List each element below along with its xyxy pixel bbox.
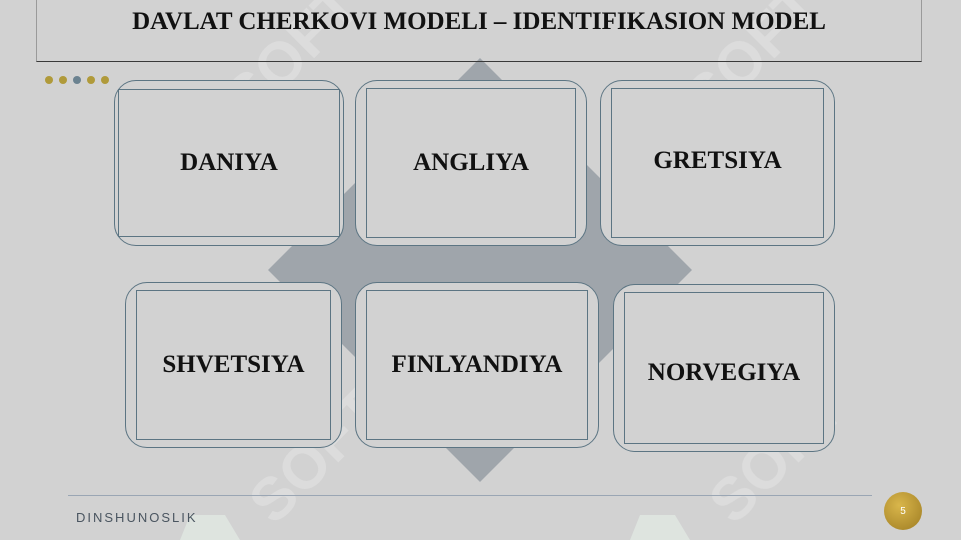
- country-box-daniya: DANIYA: [114, 80, 344, 246]
- country-label: ANGLIYA: [413, 149, 529, 176]
- country-box-frame: FINLYANDIYA: [366, 290, 588, 440]
- country-label: FINLYANDIYA: [391, 351, 563, 378]
- decorative-dots: [45, 76, 109, 84]
- dot-icon: [45, 76, 53, 84]
- country-label: GRETSIYA: [653, 147, 782, 174]
- country-box-frame: NORVEGIYA: [624, 292, 824, 444]
- footer-text: DINSHUNOSLIK: [76, 510, 198, 525]
- country-box-norvegiya: NORVEGIYA: [613, 284, 835, 452]
- page-number-badge: 5: [884, 492, 922, 530]
- country-box-angliya: ANGLIYA: [355, 80, 587, 246]
- slide-title: DAVLAT CHERKOVI MODELI – IDENTIFIKASION …: [132, 8, 826, 35]
- country-box-frame: ANGLIYA: [366, 88, 576, 238]
- country-box-frame: SHVETSIYA: [136, 290, 331, 440]
- country-label: DANIYA: [180, 149, 278, 176]
- dot-icon: [87, 76, 95, 84]
- country-box-frame: DANIYA: [118, 89, 340, 237]
- country-box-finlyandiya: FINLYANDIYA: [355, 282, 599, 448]
- dot-icon: [59, 76, 67, 84]
- footer-divider: [68, 495, 872, 496]
- title-box: DAVLAT CHERKOVI MODELI – IDENTIFIKASION …: [36, 0, 922, 62]
- country-label: SHVETSIYA: [162, 351, 305, 378]
- dot-icon: [101, 76, 109, 84]
- country-box-frame: GRETSIYA: [611, 88, 824, 238]
- page-number: 5: [900, 505, 906, 517]
- country-label: NORVEGIYA: [647, 359, 801, 386]
- dot-icon: [73, 76, 81, 84]
- country-box-gretsiya: GRETSIYA: [600, 80, 835, 246]
- country-box-shvetsiya: SHVETSIYA: [125, 282, 342, 448]
